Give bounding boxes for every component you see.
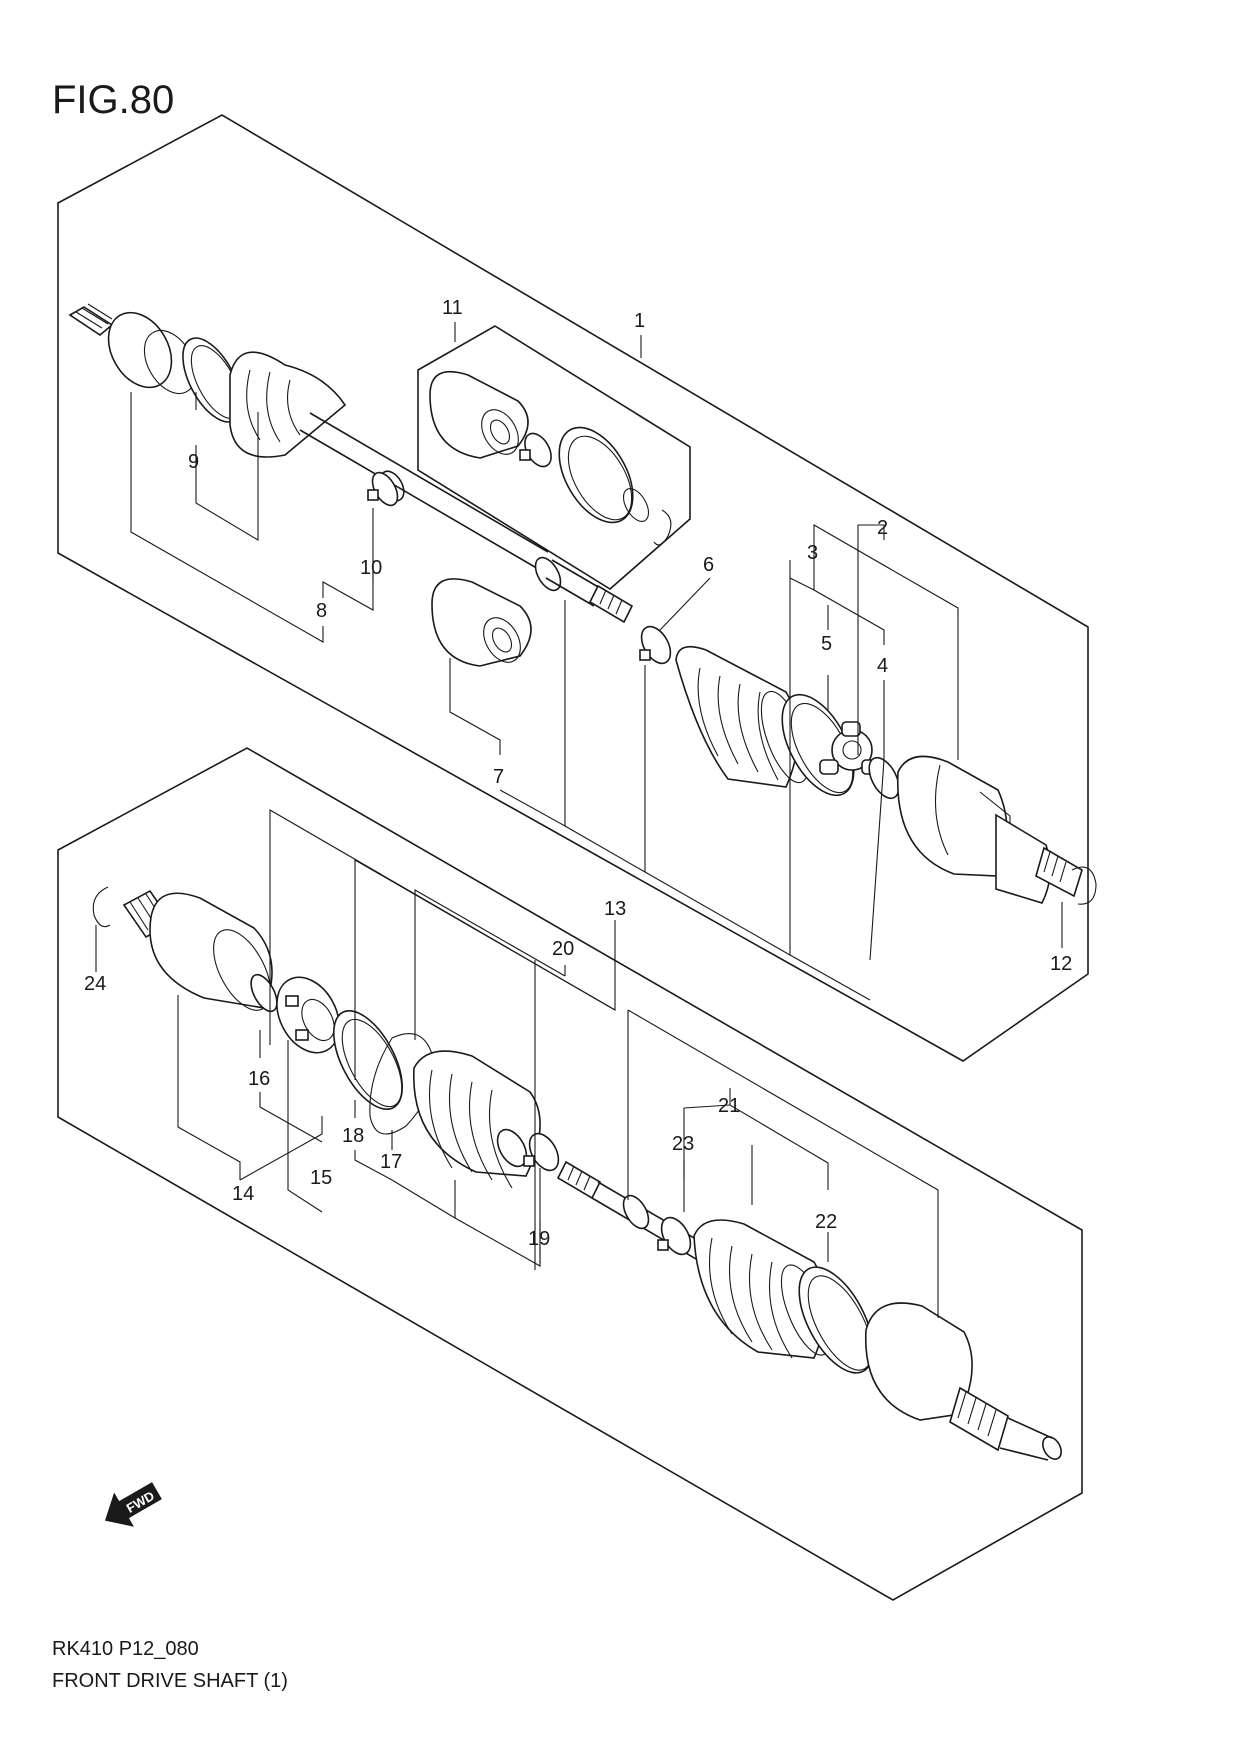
callout-1: 1 <box>634 310 645 332</box>
lower-assembly-frame <box>57 747 1083 1601</box>
snap-ring-12 <box>1071 866 1097 905</box>
callout-6: 6 <box>703 554 714 576</box>
callout-labels: 1 2 3 4 5 6 7 8 9 10 11 12 13 14 15 16 1… <box>84 297 1072 1250</box>
inner-joint-housing-14 <box>122 889 273 1011</box>
circlip-24 <box>92 886 111 928</box>
callout-3: 3 <box>807 542 818 564</box>
figure-title: FIG.80 <box>52 78 175 122</box>
clamp-6 <box>639 625 672 665</box>
fwd-arrow-icon: FWD <box>104 1482 162 1527</box>
snap-ring-4 <box>868 756 900 800</box>
upper-axle-shaft <box>299 412 634 624</box>
callout-13: 13 <box>604 898 626 920</box>
center-bearing <box>429 370 529 459</box>
callout-8: 8 <box>316 600 327 622</box>
boot-band-18 <box>332 1009 404 1111</box>
callout-11: 11 <box>442 297 463 319</box>
bearing-band-clamp <box>558 426 634 524</box>
leader-lines <box>95 322 1063 1318</box>
callout-23: 23 <box>672 1133 694 1155</box>
callout-20: 20 <box>552 938 574 960</box>
bearing-kit-frame <box>417 325 691 590</box>
lower-inner-boot-20 <box>413 1050 541 1189</box>
clamp-19 <box>523 1132 560 1172</box>
callout-17: 17 <box>380 1151 402 1173</box>
clamp-23 <box>657 1216 692 1256</box>
inner-joint-housing <box>896 755 1083 904</box>
bearing-7 <box>431 578 532 667</box>
callout-9: 9 <box>188 451 199 473</box>
model-code: RK410 P12_080 <box>52 1638 199 1660</box>
clamp-10 <box>367 471 399 507</box>
callout-7: 7 <box>493 766 504 788</box>
callout-5: 5 <box>821 633 832 655</box>
callout-12: 12 <box>1050 953 1072 975</box>
lower-outer-cv-joint <box>864 1302 1062 1461</box>
callout-24: 24 <box>84 973 106 995</box>
callout-19: 19 <box>528 1228 550 1250</box>
bearing-circlip-small <box>519 432 552 468</box>
callout-14: 14 <box>232 1183 254 1205</box>
upper-outer-cv-joint <box>68 303 242 423</box>
cv-cage-15 <box>276 976 340 1054</box>
bearing-snap-rings <box>622 488 672 546</box>
upper-assembly-frame <box>57 114 1089 1062</box>
callout-2: 2 <box>877 517 888 539</box>
callout-4: 4 <box>877 655 888 677</box>
diagram-name: FRONT DRIVE SHAFT (1) <box>52 1670 288 1692</box>
callout-21: 21 <box>718 1095 740 1117</box>
callout-22: 22 <box>815 1211 837 1233</box>
callout-15: 15 <box>310 1167 332 1189</box>
boot-band-17 <box>369 1033 435 1135</box>
callout-10: 10 <box>360 557 382 579</box>
callout-16: 16 <box>248 1068 270 1090</box>
callout-18: 18 <box>342 1125 364 1147</box>
boot-band-22 <box>798 1266 874 1374</box>
